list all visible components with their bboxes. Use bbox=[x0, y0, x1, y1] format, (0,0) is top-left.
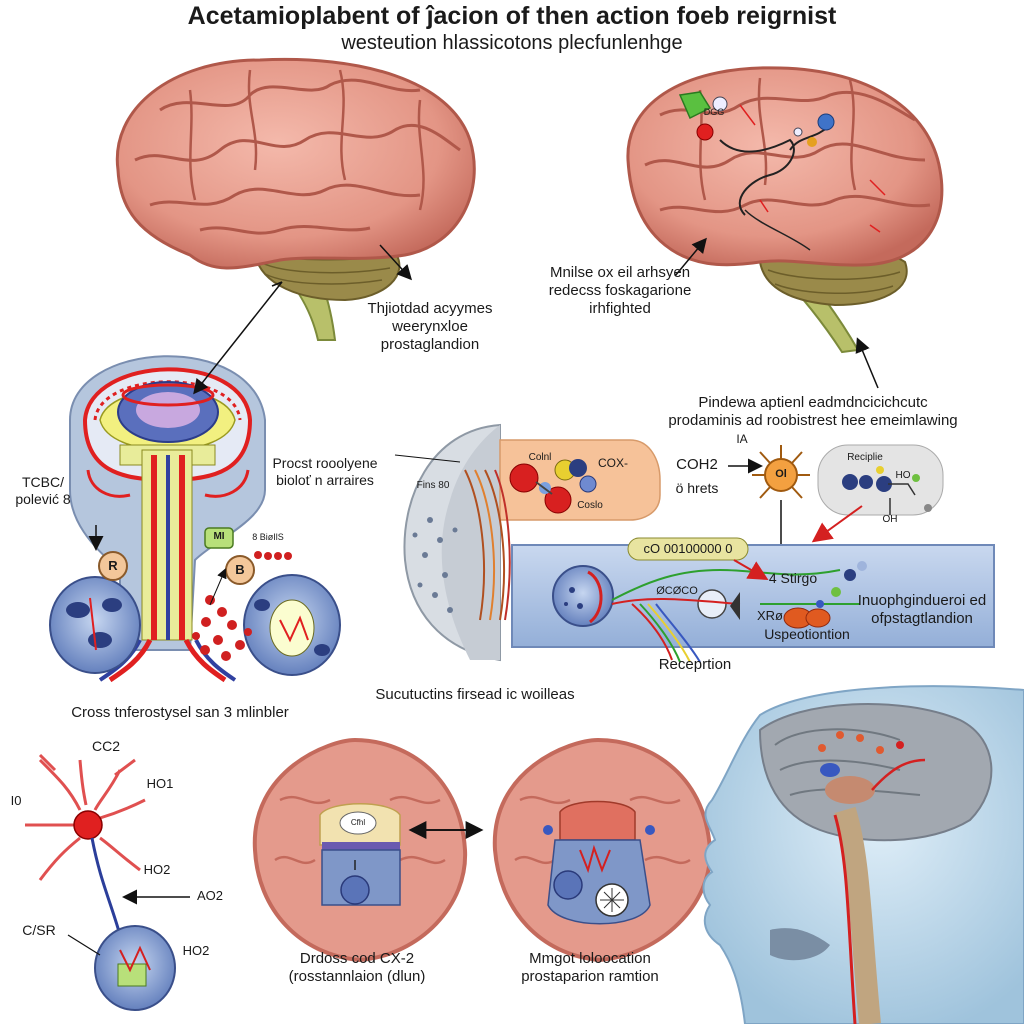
ao2-label: AO2 bbox=[196, 888, 223, 903]
cell-note-bottom: Coslo bbox=[577, 500, 603, 511]
head-profile bbox=[702, 685, 1024, 1024]
bottom-left-caption: Drdoss cod CX-2 (rosstannlaion (dlun) bbox=[288, 950, 426, 985]
mini-tag-text: 8 BiøIlS bbox=[252, 532, 284, 542]
brain-right-note: Mnilse ox eil arhsyen redecss foskagario… bbox=[548, 264, 692, 317]
arrow-brain-right bbox=[674, 237, 707, 277]
cell-note-top: Colnl bbox=[528, 452, 552, 463]
arrow-to-brainstem bbox=[855, 337, 879, 389]
channel-xro: XRø bbox=[757, 608, 783, 623]
center-cell bbox=[403, 423, 661, 662]
channel-flow: ØCØCO bbox=[656, 585, 698, 597]
io-label: I0 bbox=[10, 793, 22, 808]
cell-note-left: Fins 80 bbox=[416, 480, 450, 491]
ho1-label: HO1 bbox=[146, 776, 174, 791]
subtitle-mid: Sucutuctins firsead ic woilleas bbox=[375, 686, 575, 703]
cross-label: Cross tnferostysel san 3 mlinbler bbox=[71, 704, 289, 721]
cvsr-label: C/SR bbox=[22, 922, 56, 938]
molecule-top-label: Reciplie bbox=[847, 452, 883, 463]
ia-label: IA bbox=[736, 432, 748, 446]
arrow-brain-to-spine-tail bbox=[271, 281, 283, 287]
arrow-molecule bbox=[811, 505, 863, 543]
channel-stigo: 4 Stirgo bbox=[768, 570, 818, 586]
co2-label: CC2 bbox=[91, 738, 120, 754]
prostanoid-note: Pindewa aptienl eadmdncicichcutc prodami… bbox=[668, 394, 958, 429]
section-note: Cfhl bbox=[350, 818, 366, 827]
leader-cvsr bbox=[67, 934, 101, 956]
brain-section-left bbox=[252, 737, 468, 963]
arrow-brain-to-spine bbox=[193, 281, 283, 395]
arrow-particles bbox=[209, 568, 227, 606]
main-subtitle: westeution hlassicotons plecfunlenhge bbox=[341, 32, 683, 54]
channel-value: cO 00100000 0 bbox=[643, 541, 733, 556]
mini-tag-label: MI bbox=[213, 531, 225, 542]
reception-label: Receprtion bbox=[658, 656, 732, 673]
coh2-label: COH2 bbox=[676, 456, 718, 473]
red-particles bbox=[192, 551, 292, 661]
cell-note-cox: COX- bbox=[598, 456, 628, 470]
circle-r bbox=[98, 551, 128, 581]
cell-left-2 bbox=[243, 574, 341, 676]
arrow-brain-left bbox=[379, 244, 413, 281]
neuron-small bbox=[752, 445, 810, 499]
brain-small-label: DGG bbox=[703, 107, 725, 117]
brain-right bbox=[626, 66, 944, 354]
brain-section-right bbox=[492, 737, 713, 963]
ho2-label-a: HO2 bbox=[143, 862, 171, 877]
spinal-cross-section bbox=[69, 355, 266, 683]
bottom-right-caption: Mmgot loloocation prostaparion ramtion bbox=[521, 950, 659, 985]
channel-usp: Uspeotiontion bbox=[764, 626, 850, 642]
coh2-sub-label: ö hrets bbox=[675, 480, 719, 496]
main-title: Acetamioplаbent of ĵacion of then action… bbox=[187, 2, 837, 30]
ho2-label-b: HO2 bbox=[182, 943, 210, 958]
neuron-large bbox=[25, 753, 146, 936]
brain-left-note: Thjiotdad acyymes weerynxloe prostagland… bbox=[367, 300, 493, 353]
molecule-box bbox=[817, 444, 944, 516]
cell-left-1 bbox=[49, 576, 141, 674]
brain-left bbox=[115, 57, 476, 341]
process-label: Procst rooolyene bioloť n arraires bbox=[272, 455, 378, 488]
inhibition-label: Inuophgindueroi ed ofpstagtlandion bbox=[857, 592, 987, 627]
circle-r-label: R bbox=[108, 558, 118, 573]
neuron-letter: Ol bbox=[775, 468, 787, 480]
molecule-ho: HO bbox=[895, 470, 911, 481]
molecule-oh: OH bbox=[882, 514, 898, 525]
circle-b-label: B bbox=[235, 562, 245, 577]
arrow-channel-red bbox=[733, 559, 769, 581]
mini-tag-box bbox=[204, 527, 234, 549]
cell-bottom-left bbox=[94, 925, 176, 1011]
spine-side-label: TCBC/ polević 8 bbox=[15, 474, 71, 507]
leader-process bbox=[394, 454, 461, 463]
